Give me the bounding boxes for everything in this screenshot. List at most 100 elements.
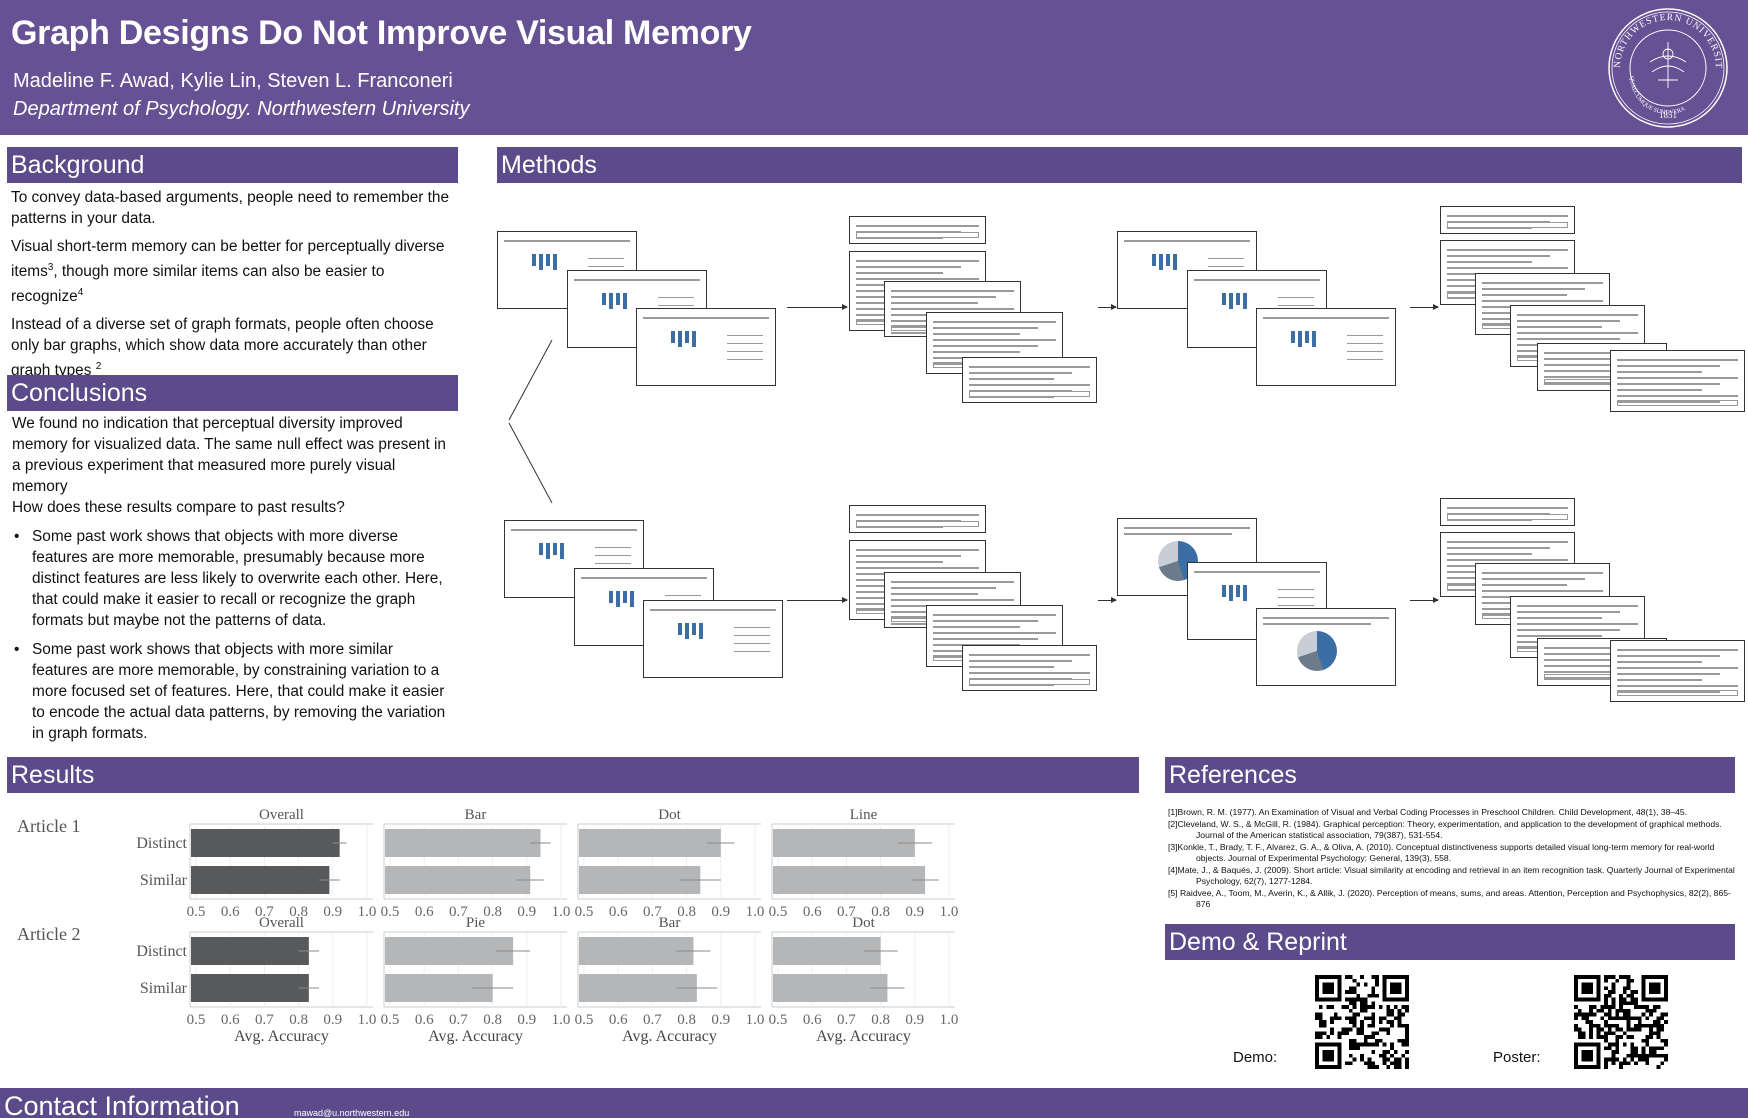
background-paragraph-3: Instead of a diverse set of graph format… (11, 316, 434, 380)
category-label: Distinct (136, 835, 187, 852)
graph-thumbnail (1256, 608, 1396, 686)
tick-label: 0.5 (769, 1012, 788, 1028)
flow-arrow (1410, 597, 1439, 603)
tick-label: 0.7 (643, 1012, 662, 1028)
tick-label: 0.6 (609, 1012, 628, 1028)
panel-title: Line (850, 807, 878, 823)
tick-label: 0.5 (381, 1012, 400, 1028)
x-axis-label: Avg. Accuracy (816, 1028, 911, 1045)
background-text: To convey data-based arguments, people n… (11, 187, 458, 388)
tick-label: 1.0 (552, 904, 571, 920)
tick-label: 0.7 (449, 1012, 468, 1028)
tick-label: 0.9 (711, 1012, 730, 1028)
reference-item: [2]Cleveland, W. S., & McGill, R. (1984)… (1168, 818, 1722, 841)
flow-arrow (1098, 597, 1117, 603)
contact-heading: Contact Information (4, 1091, 240, 1118)
tick-label: 0.7 (449, 904, 468, 920)
tick-label: 0.5 (575, 904, 594, 920)
flow-arrow (1410, 304, 1439, 310)
svg-text:1851: 1851 (1659, 110, 1677, 120)
accuracy-bar (191, 974, 309, 1002)
panel-title: Dot (852, 915, 875, 931)
question-thumbnail (1440, 498, 1575, 526)
article-row-label: Article 1 (17, 816, 80, 836)
reference-item: [1]Brown, R. M. (1977). An Examination o… (1168, 807, 1688, 817)
conclusions-paragraph-1: We found no indication that perceptual d… (12, 415, 446, 495)
tick-label: 0.8 (289, 904, 308, 920)
contact-footer: Contact Information mawad@u.northwestern… (0, 1088, 1748, 1118)
category-label: Similar (140, 872, 188, 889)
tick-label: 1.0 (358, 904, 377, 920)
background-paragraph-2: Visual short-term memory can be better f… (11, 238, 445, 306)
demo-heading: Demo & Reprint (1165, 924, 1735, 960)
x-axis-label: Avg. Accuracy (234, 1028, 329, 1045)
references-heading: References (1165, 757, 1735, 793)
flow-arrow (1098, 304, 1117, 310)
accuracy-bar (191, 937, 309, 965)
panel-title: Pie (466, 915, 486, 931)
contact-email[interactable]: mawad@u.northwestern.edu (294, 1108, 410, 1118)
tick-label: 0.8 (677, 1012, 696, 1028)
reference-item: [3]Konkle, T., Brady, T. F., Alvarez, G.… (1168, 841, 1715, 864)
methods-heading: Methods (497, 147, 1742, 183)
demo-qr-code[interactable] (1315, 975, 1409, 1069)
panel-title: Overall (259, 807, 304, 823)
tick-label: 0.9 (323, 904, 342, 920)
question-thumbnail (1610, 640, 1745, 702)
tick-label: 0.9 (517, 1012, 536, 1028)
accuracy-bar (773, 866, 926, 894)
poster-qr-code[interactable] (1574, 975, 1668, 1069)
tick-label: 0.9 (711, 904, 730, 920)
poster-department: Department of Psychology. Northwestern U… (13, 98, 470, 120)
accuracy-bar (579, 937, 694, 965)
x-axis-label: Avg. Accuracy (428, 1028, 523, 1045)
reference-item: [5] Raidvee, A., Toom, M., Averin, K., &… (1168, 887, 1731, 910)
tick-label: 1.0 (746, 1012, 765, 1028)
reference-item: [4]Mate, J., & Baqués, J. (2009). Short … (1168, 864, 1735, 887)
accuracy-bar (579, 829, 721, 857)
conclusions-text: We found no indication that perceptual d… (12, 413, 450, 752)
accuracy-bar (773, 937, 881, 965)
poster-title: Graph Designs Do Not Improve Visual Memo… (11, 14, 752, 52)
question-thumbnail (1440, 206, 1575, 234)
university-seal-logo: NORTHWESTERN UNIVERSITY QUAECUMQUE SUNT … (1606, 6, 1728, 128)
conclusions-bullet-1: Some past work shows that objects with m… (12, 526, 450, 631)
tick-label: 0.8 (483, 1012, 502, 1028)
question-thumbnail (1610, 350, 1745, 412)
tick-label: 1.0 (940, 904, 959, 920)
poster-header: Graph Designs Do Not Improve Visual Memo… (0, 0, 1748, 135)
tick-label: 1.0 (552, 1012, 571, 1028)
accuracy-bar (191, 829, 340, 857)
accuracy-bar (773, 974, 888, 1002)
tick-label: 0.6 (221, 904, 240, 920)
accuracy-bar (385, 866, 531, 894)
conclusions-question: How does these results compare to past r… (12, 499, 345, 516)
tick-label: 0.5 (187, 1012, 206, 1028)
accuracy-bar (385, 937, 514, 965)
tick-label: 1.0 (746, 904, 765, 920)
svg-text:QUAECUMQUE SUNT VERA: QUAECUMQUE SUNT VERA (1628, 76, 1687, 116)
article-row-label: Article 2 (17, 924, 80, 944)
tick-label: 0.7 (255, 904, 274, 920)
poster-label: Poster: (1493, 1049, 1541, 1066)
background-heading: Background (7, 147, 458, 183)
tick-label: 0.5 (187, 904, 206, 920)
background-paragraph-1: To convey data-based arguments, people n… (11, 189, 450, 227)
tick-label: 0.8 (483, 904, 502, 920)
tick-label: 0.6 (609, 904, 628, 920)
panel-title: Bar (659, 915, 681, 931)
accuracy-bar (773, 829, 915, 857)
question-thumbnail (849, 505, 986, 533)
tick-label: 0.5 (769, 904, 788, 920)
flow-arrow (787, 597, 848, 603)
graph-thumbnail (643, 600, 783, 678)
tick-label: 0.9 (905, 1012, 924, 1028)
demo-label: Demo: (1233, 1049, 1278, 1066)
tick-label: 0.8 (871, 904, 890, 920)
panel-title: Bar (465, 807, 487, 823)
split-arrows (508, 339, 553, 504)
graph-thumbnail (1256, 308, 1396, 386)
tick-label: 0.8 (289, 1012, 308, 1028)
flow-arrow (787, 304, 848, 310)
